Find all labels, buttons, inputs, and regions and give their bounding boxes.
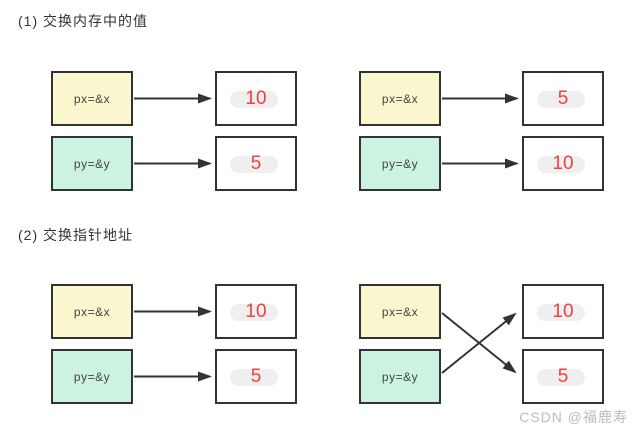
pointer-box-px: px=&x	[51, 284, 133, 339]
value-box-top: 10	[522, 284, 604, 339]
value-text: 5	[557, 87, 569, 109]
pointer-label-px: px=&x	[73, 91, 111, 106]
pointer-label-py: py=&y	[381, 369, 419, 384]
value-text: 10	[245, 300, 267, 322]
pointer-box-px: px=&x	[359, 71, 441, 126]
value-text: 10	[552, 152, 574, 174]
smudge-mark	[537, 369, 585, 386]
value-box-bottom: 5	[215, 136, 297, 191]
pointer-box-py: py=&y	[51, 136, 133, 191]
value-box-bottom: 5	[215, 349, 297, 404]
section-2-title: (2) 交换指针地址	[18, 227, 133, 243]
watermark: CSDN @福鹿寿	[519, 409, 628, 425]
value-box-top: 10	[215, 71, 297, 126]
pointer-box-px: px=&x	[359, 284, 441, 339]
smudge-mark	[537, 91, 585, 108]
pointer-label-py: py=&y	[73, 156, 111, 171]
smudge-mark	[230, 369, 278, 386]
pointer-box-py: py=&y	[51, 349, 133, 404]
smudge-mark	[537, 304, 585, 321]
value-text: 5	[250, 365, 262, 387]
value-text: 5	[250, 152, 262, 174]
smudge-mark	[537, 156, 585, 173]
value-text: 10	[552, 300, 574, 322]
smudge-mark	[230, 91, 278, 108]
pointer-box-py: py=&y	[359, 349, 441, 404]
value-text: 10	[245, 87, 267, 109]
value-box-bottom: 5	[522, 349, 604, 404]
value-box-top: 5	[522, 71, 604, 126]
smudge-mark	[230, 156, 278, 173]
smudge-mark	[230, 304, 278, 321]
pointer-label-py: py=&y	[73, 369, 111, 384]
pointer-box-py: py=&y	[359, 136, 441, 191]
value-box-top: 10	[215, 284, 297, 339]
value-box-bottom: 10	[522, 136, 604, 191]
arrow-py-crossed-up	[441, 312, 517, 374]
pointer-label-px: px=&x	[73, 304, 111, 319]
section-1-title: (1) 交换内存中的值	[18, 13, 148, 29]
pointer-label-py: py=&y	[381, 156, 419, 171]
pointer-label-px: px=&x	[381, 304, 419, 319]
value-text: 5	[557, 365, 569, 387]
pointer-box-px: px=&x	[51, 71, 133, 126]
pointer-label-px: px=&x	[381, 91, 419, 106]
